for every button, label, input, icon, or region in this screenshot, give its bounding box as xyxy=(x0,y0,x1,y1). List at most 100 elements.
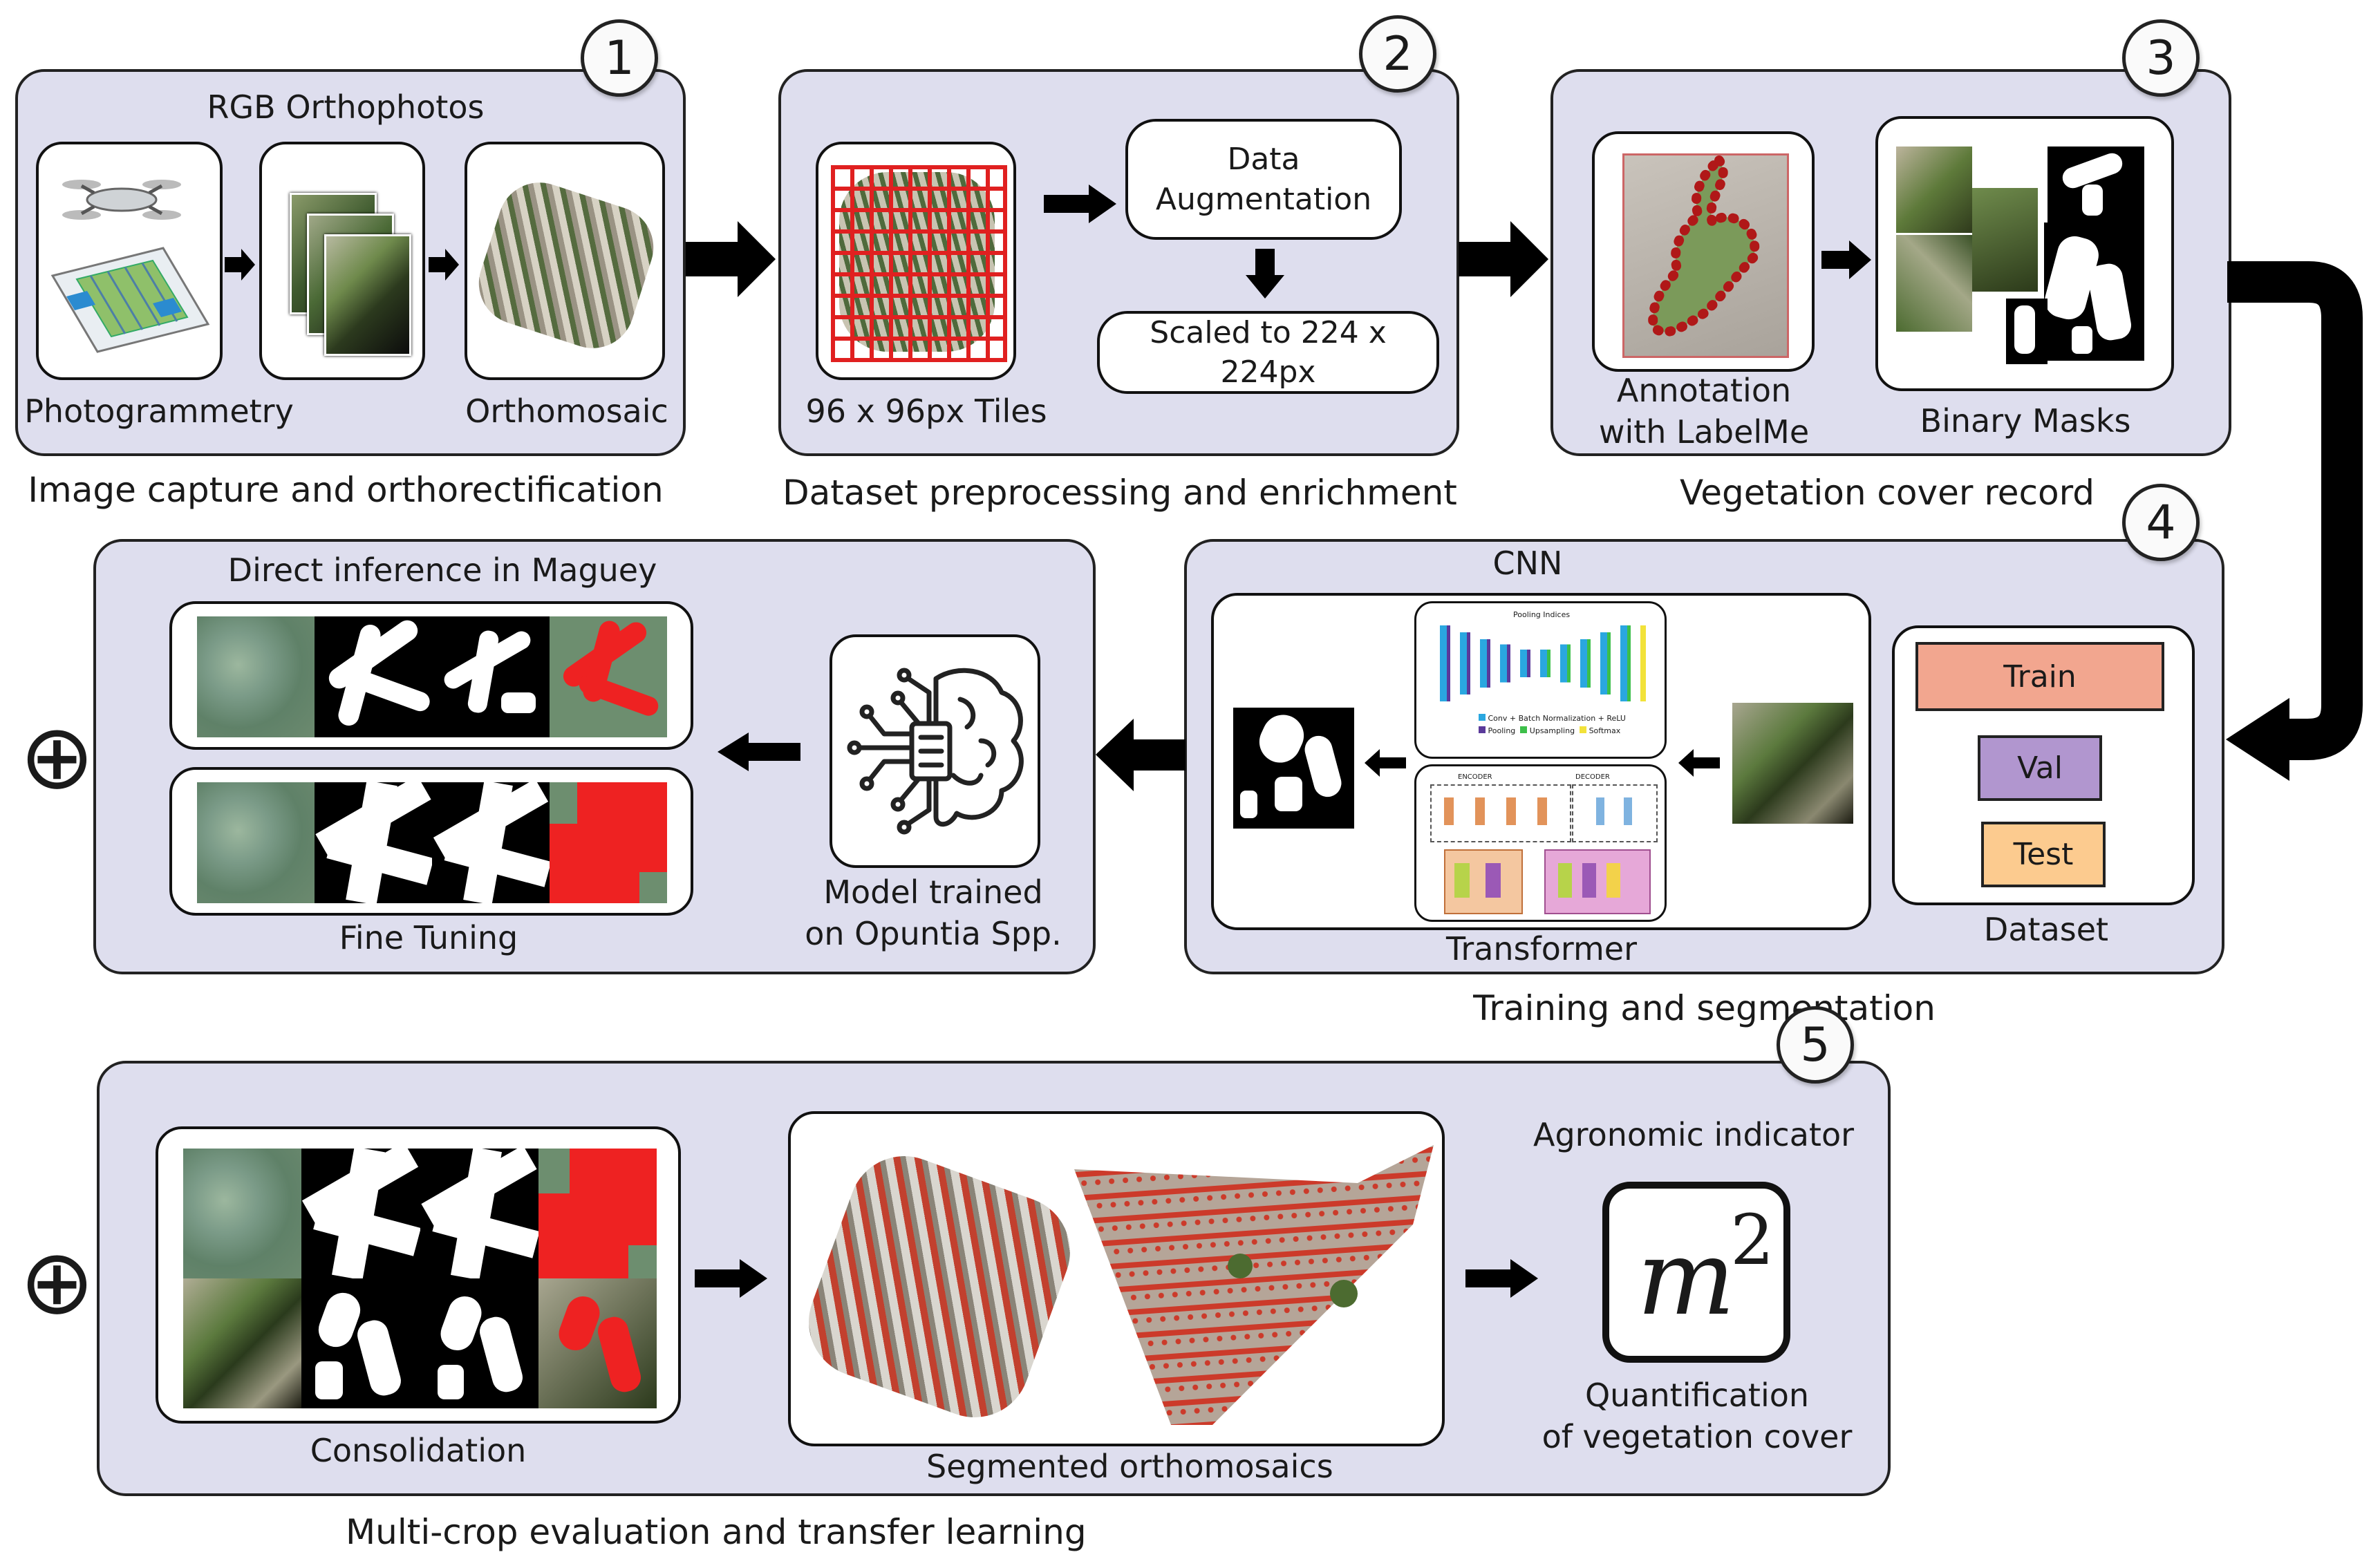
maguey-ground-truth xyxy=(315,782,432,903)
segnet-layer xyxy=(1627,625,1631,701)
segnet-layer xyxy=(1567,644,1571,683)
stage1-title: RGB Orthophotos xyxy=(207,88,485,126)
data-augmentation-box: Data Augmentation xyxy=(1125,119,1402,240)
segnet-layer xyxy=(1624,625,1627,701)
maguey-prediction xyxy=(432,782,550,903)
softmax-layer xyxy=(1640,625,1646,701)
inference-result-card xyxy=(169,601,693,750)
arrow-icon xyxy=(1459,221,1548,297)
annotation-label: Annotation with LabelMe xyxy=(1598,372,1810,451)
segnet-layer xyxy=(1587,639,1591,688)
binary-masks-label: Binary Masks xyxy=(1920,402,2131,440)
stage5-caption: Multi-crop evaluation and transfer learn… xyxy=(346,1512,1087,1552)
arrow-icon xyxy=(1465,1259,1538,1298)
arrow-icon xyxy=(1246,249,1284,299)
labelme-polygon xyxy=(1648,153,1760,337)
arrow-icon xyxy=(718,733,800,771)
maguey-ground-truth xyxy=(301,1149,420,1278)
photo-stack-3 xyxy=(324,234,411,356)
segmented-orthomosaic-1 xyxy=(793,1140,1086,1433)
tf-green-cell xyxy=(1558,863,1572,898)
brain-circuit-icon xyxy=(847,668,1024,835)
mask-rgb-tile-3 xyxy=(1972,188,2038,292)
arrow-icon xyxy=(429,249,459,281)
segnet-layer xyxy=(1460,632,1463,695)
agronomic-label: Agronomic indicator xyxy=(1533,1116,1854,1153)
inference-strip xyxy=(197,616,667,737)
arrow-icon xyxy=(2226,261,2363,781)
arrow-icon xyxy=(1365,749,1406,777)
tf-layer xyxy=(1624,797,1632,825)
m2-exponent: 2 xyxy=(1730,1200,1774,1281)
mask-binary-2 xyxy=(2044,223,2144,361)
opuntia-ground-truth xyxy=(301,1278,420,1408)
arrow-icon xyxy=(1096,719,1186,791)
segnet-layer xyxy=(1500,644,1503,683)
segnet-layer xyxy=(1527,650,1530,677)
train-split: Train xyxy=(1915,642,2164,711)
rgb-stack-card xyxy=(259,142,425,380)
maguey-overlay xyxy=(550,616,667,737)
photogrammetry-label: Photogrammetry xyxy=(24,393,294,430)
orthomosaic-card xyxy=(465,142,665,380)
segnet-layer xyxy=(1547,650,1550,677)
cnn-header: Pooling Indices xyxy=(1513,610,1571,619)
dataset-label: Dataset xyxy=(1983,911,2109,948)
arrow-icon xyxy=(225,249,255,281)
quantification-label: Quantification of vegetation cover xyxy=(1542,1377,1853,1455)
segmentation-output-mask xyxy=(1233,708,1354,829)
m2-box: m 2 xyxy=(1602,1182,1790,1363)
segnet-layer xyxy=(1480,639,1483,688)
dataset-card: Train Val Test xyxy=(1892,625,2195,905)
segnet-layer xyxy=(1600,632,1604,695)
segnet-layer xyxy=(1560,644,1564,683)
stage1-caption: Image capture and orthorectification xyxy=(28,470,664,510)
maguey-ground-truth xyxy=(315,616,432,737)
transformer-label: Transformer xyxy=(1445,930,1638,967)
cnn-legend: Conv + Batch Normalization + ReLU Poolin… xyxy=(1479,712,1658,737)
stage4-number: 4 xyxy=(2122,484,2200,561)
stage5-number: 5 xyxy=(1777,1006,1854,1084)
segnet-layer xyxy=(1467,632,1470,695)
arrow-icon xyxy=(695,1259,767,1298)
stage3-caption: Vegetation cover record xyxy=(1679,473,2095,513)
maguey-overlay xyxy=(550,782,667,903)
arrow-icon xyxy=(686,221,776,297)
tf-purple-cell xyxy=(1486,863,1501,898)
legend-conv: Conv + Batch Normalization + ReLU xyxy=(1488,714,1626,723)
segnet-layer xyxy=(1503,644,1507,683)
tf-layer xyxy=(1444,797,1454,825)
tf-layer xyxy=(1475,797,1485,825)
segnet-layer xyxy=(1620,625,1624,701)
input-rgb-tile xyxy=(1732,703,1853,824)
binary-masks-card xyxy=(1875,116,2174,391)
stage2-caption: Dataset preprocessing and enrichment xyxy=(783,473,1457,513)
arrow-icon xyxy=(1678,749,1720,777)
segmented-orthomosaics-card xyxy=(788,1111,1445,1446)
tf-encoder-label: ENCODER xyxy=(1458,773,1492,781)
segnet-layer xyxy=(1487,639,1490,688)
segnet-diagram xyxy=(1440,625,1646,701)
maguey-rgb xyxy=(197,782,315,903)
segnet-layer xyxy=(1483,639,1487,688)
mask-binary-1 xyxy=(2048,147,2144,223)
tf-green-cell xyxy=(1454,863,1470,898)
segnet-layer xyxy=(1580,639,1584,688)
tiles-card xyxy=(816,142,1016,380)
transformer-diagram: ENCODER DECODER xyxy=(1414,764,1667,922)
tf-layer xyxy=(1596,797,1604,825)
consolidation-card xyxy=(156,1126,681,1424)
segnet-layer xyxy=(1544,650,1547,677)
segnet-layer xyxy=(1564,644,1567,683)
segnet-layer xyxy=(1447,625,1450,701)
drone-icon xyxy=(50,180,210,353)
segnet-layer xyxy=(1584,639,1587,688)
mask-rgb-tile-1 xyxy=(1896,147,1972,233)
orthomosaic-image xyxy=(468,171,662,359)
scaled-box: Scaled to 224 x 224px xyxy=(1097,311,1439,394)
mask-binary-3 xyxy=(2006,299,2048,364)
opuntia-prediction xyxy=(420,1278,538,1408)
segnet-layer xyxy=(1443,625,1447,701)
cnn-label: CNN xyxy=(1492,545,1563,582)
models-card: Pooling Indices Conv + Batch Normalizati… xyxy=(1211,593,1871,930)
